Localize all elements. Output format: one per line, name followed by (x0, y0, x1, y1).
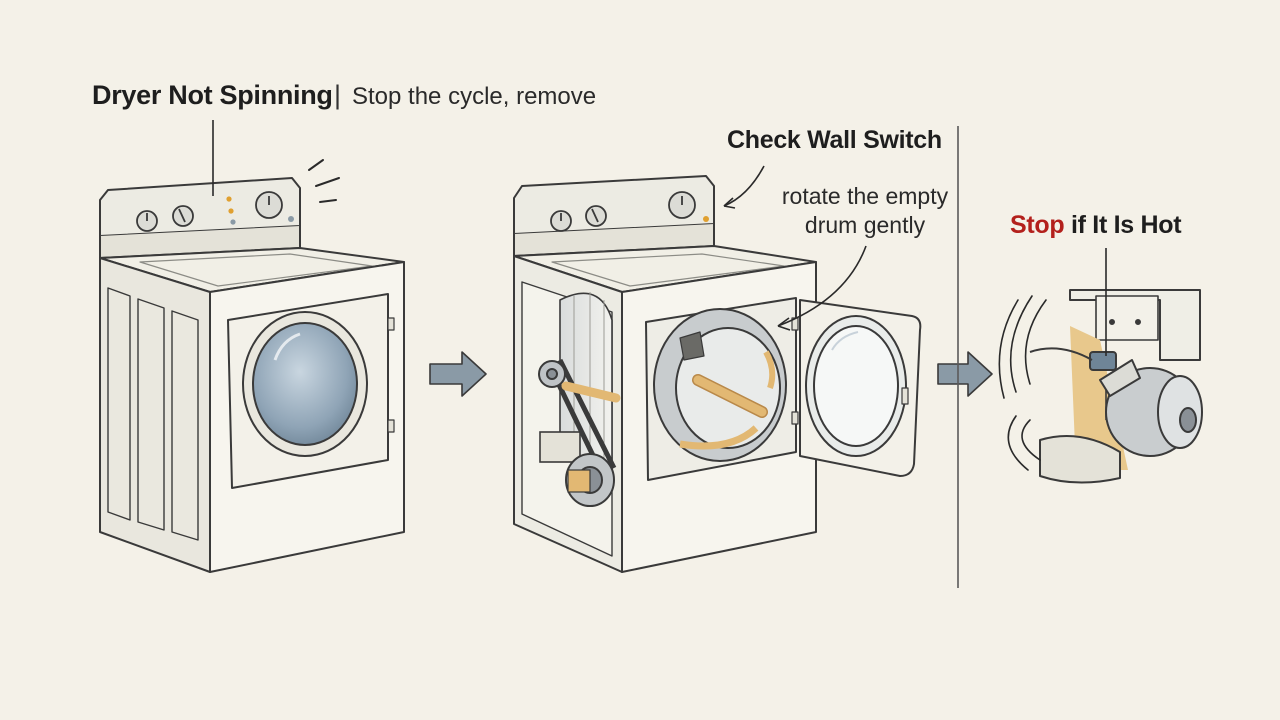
dryer-closed (99, 177, 405, 573)
rotate-drum-callout: rotate the empty drum gently (776, 182, 954, 240)
vibration-lines-icon (308, 159, 340, 203)
diagram-title: Dryer Not Spinning (92, 80, 333, 110)
rotate-drum-line-1: rotate the empty (781, 183, 949, 209)
diagram-subtitle: Stop the cycle, remove (352, 83, 597, 110)
drive-belt-and-motor (538, 358, 621, 507)
heat-waves-icon (998, 295, 1047, 471)
check-wall-switch-callout: Check Wall Switch (727, 126, 942, 154)
wall-switch-leader (723, 165, 765, 207)
dryer-closed-controls (136, 191, 294, 232)
hot-warning-callout: Stop if It Is Hot (1010, 211, 1182, 240)
hot-warning-rest: if It Is Hot (1064, 211, 1182, 239)
dryer-open-controls (550, 191, 709, 232)
rotate-drum-line-2: drum gently (804, 212, 926, 238)
title-separator: | (334, 80, 342, 110)
right-arrow-icon (937, 351, 993, 397)
motor-closeup (1029, 289, 1203, 484)
hot-warning-stop-word: Stop (1010, 211, 1065, 239)
right-arrow-icon (429, 351, 487, 397)
rotate-drum-leader (777, 245, 867, 327)
